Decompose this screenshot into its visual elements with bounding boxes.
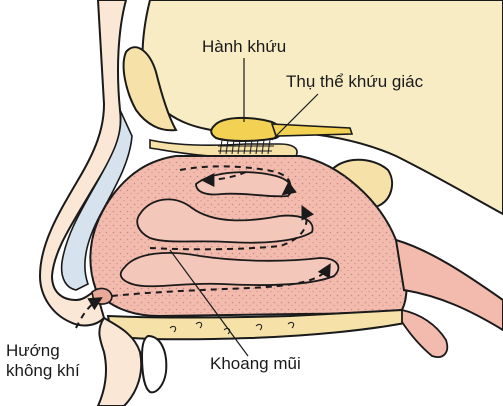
label-nasal-cavity: Khoang mũi: [210, 354, 301, 373]
label-olfactory-receptors: Thụ thể khứu giác: [286, 72, 424, 91]
cribriform-plate: [149, 139, 298, 158]
leader-nasal-cavity: [169, 249, 249, 357]
olfactory-receptor-hatch: [218, 139, 274, 155]
label-airflow-line1: Hướng: [6, 341, 60, 360]
label-airflow-line2: không khí: [6, 361, 80, 380]
middle-turbinate: [136, 198, 314, 244]
inferior-turbinate: [119, 252, 340, 288]
soft-palate: [401, 308, 449, 358]
airflow-arrows: [75, 165, 331, 329]
airflow-incoming-path: [75, 297, 103, 329]
nasopharynx-wall: [394, 238, 503, 332]
frontal-sinus: [122, 46, 178, 132]
airflow-return-path: [200, 171, 247, 187]
olfactory-bulb: [210, 116, 282, 142]
leader-lines: [169, 58, 319, 357]
olfactory-tract: [270, 123, 354, 137]
palate-texture: [169, 321, 295, 335]
superior-turbinate: [195, 171, 293, 198]
nostril-opening: [91, 287, 113, 305]
upper-incisor: [140, 334, 168, 394]
leader-olfactory-receptors: [271, 93, 319, 141]
airflow-lower-path: [111, 263, 331, 297]
nasal-bone: [60, 109, 133, 291]
airflow-upper-path: [179, 165, 297, 196]
label-airflow-direction: Hướng không khí: [6, 341, 80, 381]
label-olfactory-bulb: Hành khứu: [202, 37, 287, 56]
upper-lip: [96, 316, 143, 406]
